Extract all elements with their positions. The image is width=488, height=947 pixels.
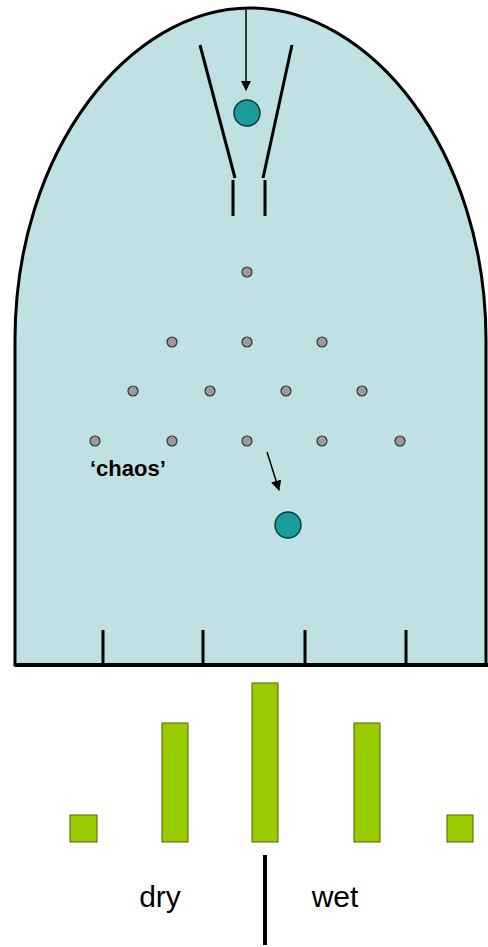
ball: [234, 100, 260, 126]
chaos-label: ‘chaos’: [90, 458, 166, 480]
pegs: [90, 267, 405, 446]
histogram-bars: [70, 683, 473, 842]
axis-label: dry: [139, 882, 181, 912]
axis-label: wet: [312, 882, 359, 912]
dry-wet-divider: [263, 855, 267, 945]
board-floor: [15, 663, 488, 667]
drop-arrow: [245, 10, 247, 90]
bounce-arrow: [267, 452, 279, 490]
bin-dividers: [103, 630, 406, 665]
ball: [275, 512, 301, 538]
board-outline: [15, 8, 486, 665]
